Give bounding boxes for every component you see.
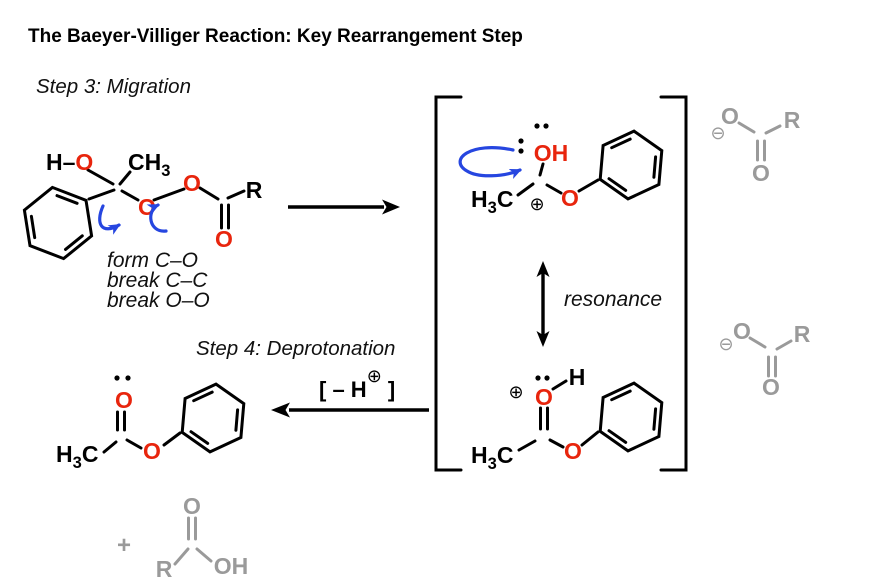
bond-h3c-c — [102, 440, 118, 454]
annotation-form-co: form C–O — [107, 249, 198, 272]
atom-label-carbonyl-o: O — [183, 493, 201, 519]
bond-o-c — [737, 121, 756, 134]
phenyl-acetate-product: O H3C O — [56, 375, 246, 472]
atom-label-oh: OH — [214, 553, 249, 579]
protonated-ester-resonance-structure: ⊕ O H H3C O — [471, 364, 664, 473]
page-title: The Baeyer-Villiger Reaction: Key Rearra… — [28, 26, 523, 47]
electron-pushing-arrow-migration — [98, 204, 121, 235]
bond-c-r — [226, 189, 246, 200]
bond-o-h — [551, 379, 568, 391]
resonance-arrow — [536, 261, 550, 347]
atom-label-peroxide-o2: O — [183, 170, 201, 196]
bond-o-c — [748, 336, 767, 349]
annotation-break-oo: break O–O — [107, 289, 210, 312]
bond-o2-ccarbonyl — [198, 186, 220, 201]
bond-c-oester — [125, 438, 143, 450]
bond-o-ring — [162, 431, 182, 447]
phenyl-ring — [598, 129, 664, 201]
lone-pair-dots — [543, 123, 549, 129]
plus-charge-symbol: ⊕ — [529, 194, 544, 215]
lone-pair-dots — [534, 123, 540, 129]
resonance-label: resonance — [564, 288, 662, 311]
step4-label: Step 4: Deprotonation — [196, 337, 395, 360]
phenyl-ring — [22, 185, 94, 261]
annotation-break-cc: break C–C — [107, 269, 208, 292]
atom-label-h-on-o: H — [569, 364, 586, 390]
minus-charge-symbol: ⊖ — [710, 123, 725, 144]
atom-label-ester-o: O — [143, 438, 161, 464]
carboxylate-byproduct-middle: ⊖ O R O — [718, 318, 810, 400]
atom-label-hydroxyl: H–O — [46, 149, 93, 175]
atom-label-o-minus: O — [733, 318, 751, 344]
bracket-left — [434, 95, 463, 472]
bond-c-r — [764, 124, 782, 135]
atom-label-carbonyl-o: O — [762, 374, 780, 400]
atom-label-oh: OH — [534, 140, 569, 166]
atom-label-r-group: R — [784, 107, 801, 133]
step3-label: Step 3: Migration — [36, 75, 191, 98]
atom-label-carbonyl-o: O — [752, 160, 770, 186]
atom-label-carbonyl-o: O — [215, 226, 233, 252]
bond-o1-o2 — [152, 187, 186, 202]
oxocarbenium-resonance-structure: OH H3C ⊕ O — [458, 123, 664, 217]
carboxylate-byproduct-top: ⊖ O R O — [710, 103, 800, 186]
bond-oh-c — [538, 162, 545, 177]
bond-ho-c — [86, 168, 115, 186]
phenyl-ring — [598, 381, 664, 453]
atom-label-h3c: H3C — [56, 441, 98, 472]
bond-c-r — [775, 339, 793, 351]
atom-label-h3c: H3C — [471, 442, 513, 473]
electron-pushing-arrow-oo-cleavage — [146, 203, 168, 233]
bond-o-ring — [577, 178, 600, 193]
electron-pushing-arrow-lone-pair — [458, 146, 522, 180]
bond-r-c — [173, 547, 190, 566]
lone-pair-dots — [114, 375, 120, 381]
lone-pair-dots — [535, 375, 541, 381]
bond-c-oester — [545, 183, 563, 195]
lone-pair-dots — [125, 375, 131, 381]
bond-c-ch3 — [118, 170, 132, 186]
atom-label-methyl: CH3 — [128, 149, 170, 180]
plus-sign: + — [117, 532, 131, 559]
bond-c-o1 — [120, 189, 140, 202]
atom-label-ester-o: O — [564, 438, 582, 464]
atom-label-r-group: R — [794, 321, 811, 347]
phenyl-ring — [180, 382, 246, 454]
bond-c-oh — [195, 547, 213, 563]
bond-o-ring — [580, 430, 600, 447]
atom-label-carbonyl-o: O — [115, 387, 133, 413]
atom-label-protonated-o: O — [535, 384, 553, 410]
atom-label-r-group: R — [246, 177, 263, 203]
bond-c-oester — [548, 438, 565, 449]
atom-label-o-minus: O — [721, 103, 739, 129]
lone-pair-dots — [544, 375, 550, 381]
bond-change-annotations: form C–O break C–C break O–O — [107, 249, 210, 312]
lone-pair-dots — [518, 148, 524, 154]
atom-label-ester-o: O — [561, 185, 579, 211]
deprotonation-arrow — [271, 402, 429, 418]
bond-ring-c — [87, 188, 116, 201]
minus-charge-symbol: ⊖ — [718, 334, 733, 355]
atom-label-r-group: R — [156, 556, 173, 582]
atom-label-h3c: H3C — [471, 186, 513, 217]
bond-h3c-c — [516, 182, 535, 197]
carboxylic-acid-byproduct: + R O OH — [117, 493, 248, 582]
minus-h-label: [ – H⊕ ] — [319, 366, 395, 402]
lone-pair-dots — [518, 138, 524, 144]
plus-charge-symbol: ⊕ — [508, 382, 523, 403]
reaction-arrow — [288, 199, 400, 215]
criegee-intermediate: H–O CH3 O O R O — [22, 149, 263, 261]
bracket-right — [659, 95, 688, 472]
bond-h3c-c — [517, 439, 537, 452]
